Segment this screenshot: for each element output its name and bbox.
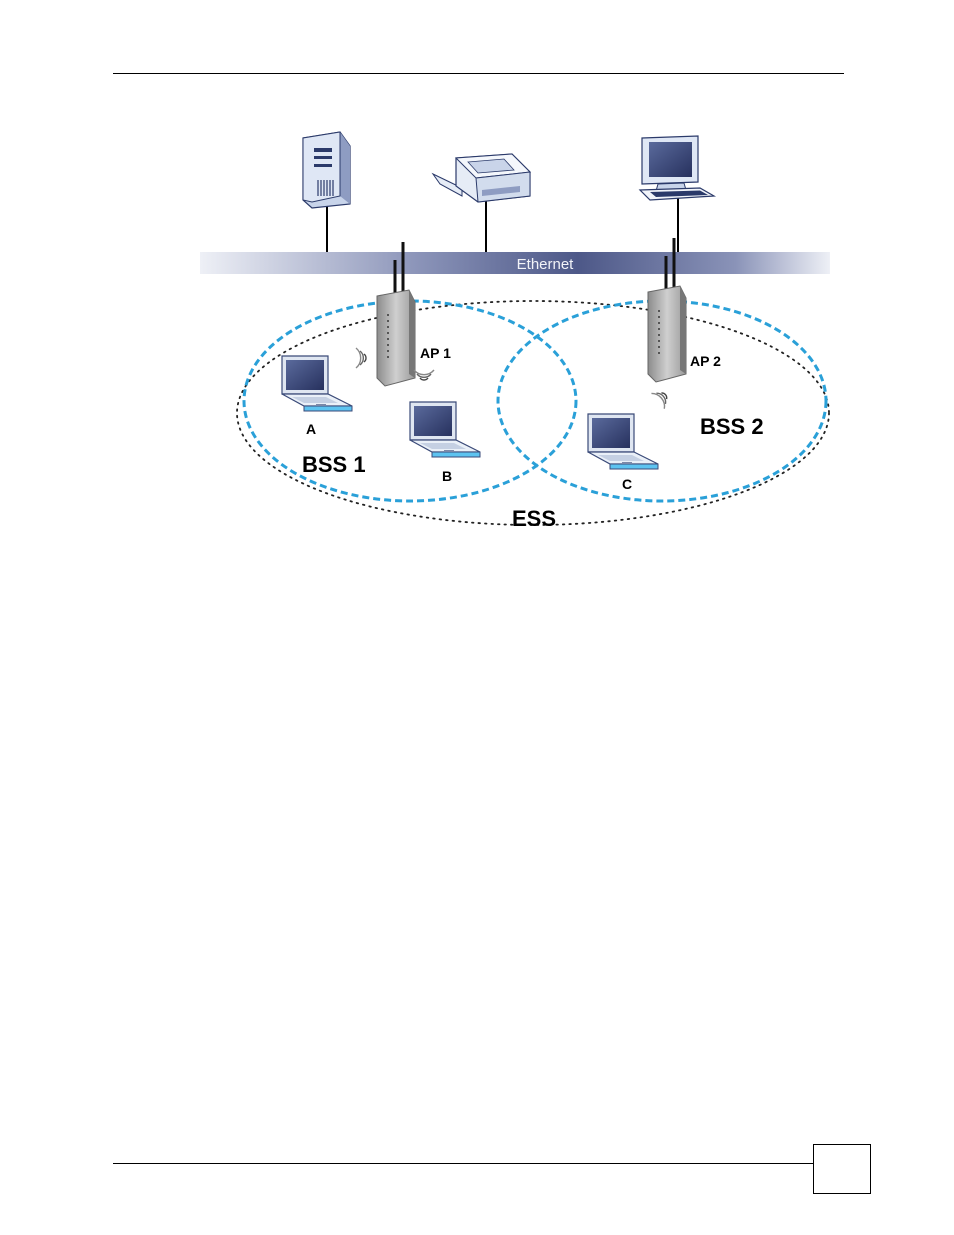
laptop-b-icon — [410, 402, 480, 457]
server-icon — [303, 132, 350, 256]
station-c-label: C — [622, 476, 632, 492]
ethernet-label: Ethernet — [517, 256, 575, 273]
station-b-label: B — [442, 468, 452, 484]
desktop-computer-icon — [640, 136, 714, 266]
header-rule — [113, 73, 844, 74]
wifi-signal-icon — [414, 370, 434, 380]
page-number-box — [813, 1144, 871, 1194]
ethernet-backbone — [200, 252, 830, 274]
station-a-label: A — [306, 421, 316, 437]
laptop-c-icon — [588, 414, 658, 469]
footer-rule — [113, 1163, 813, 1164]
bss2-label: BSS 2 — [700, 414, 764, 439]
wifi-signal-icon — [651, 387, 672, 409]
bss1-label: BSS 1 — [302, 452, 366, 477]
wifi-signal-icon — [356, 348, 366, 368]
ess-network-diagram: Ethernet AP 1 AP 2 A B C BSS 1 BSS 2 ESS — [200, 126, 830, 526]
ap1-label: AP 1 — [420, 345, 451, 361]
ap2-label: AP 2 — [690, 353, 721, 369]
ess-label: ESS — [512, 506, 556, 526]
printer-icon — [433, 154, 530, 256]
laptop-a-icon — [282, 356, 352, 411]
